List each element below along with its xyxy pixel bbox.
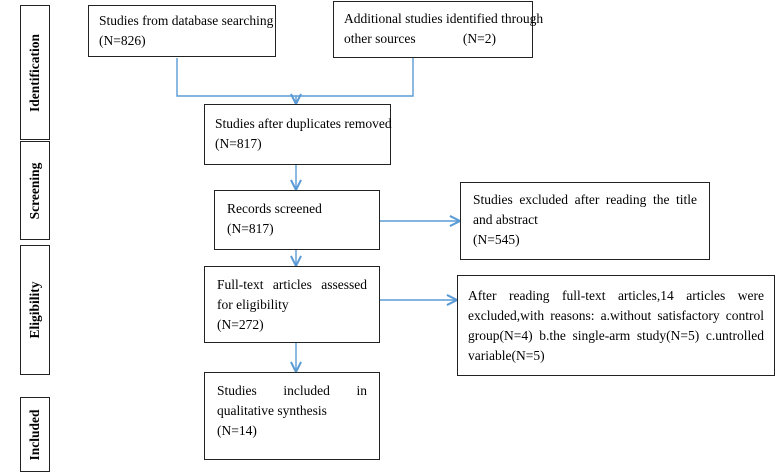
other-sources-count: other sources (N=2) — [344, 31, 496, 46]
excluded-title-abstract-count: (N=545) — [473, 232, 520, 247]
records-screened-count: (N=817) — [227, 221, 274, 236]
records-screened-box: Records screened (N=817) — [214, 190, 380, 250]
database-search-count: (N=826) — [99, 33, 146, 48]
fulltext-assessed-count: (N=272) — [217, 317, 264, 332]
excluded-fulltext-text-3: group(N=4) b.the single-arm study(N=5) c… — [468, 328, 764, 343]
database-search-box: Studies from database searching (N=826) — [88, 5, 276, 57]
fulltext-assessed-text: Full-text articles assessed — [217, 277, 367, 292]
studies-included-text-2: qualitative synthesis — [217, 403, 327, 418]
excluded-fulltext-box: After reading full-text articles,14 arti… — [457, 275, 775, 376]
studies-included-text: Studies included in — [217, 383, 367, 398]
database-search-text: Studies from database searching — [99, 13, 274, 28]
fulltext-assessed-box: Full-text articles assessed for eligibil… — [204, 266, 380, 343]
other-sources-text: Additional studies identified through — [344, 11, 544, 26]
records-screened-text: Records screened — [227, 201, 322, 216]
merge-connector — [176, 58, 414, 97]
excluded-title-abstract-text-2: and abstract — [473, 212, 538, 227]
other-sources-box: Additional studies identified through ot… — [333, 1, 544, 58]
stage-eligibility: Eligibility — [20, 245, 50, 375]
studies-included-box: Studies included in qualitative synthesi… — [204, 372, 380, 460]
stage-included: Included — [20, 397, 50, 472]
excluded-fulltext-text-2: excluded,with reasons: a.without satisfa… — [468, 308, 764, 323]
duplicates-removed-text: Studies after duplicates removed — [215, 116, 392, 131]
excluded-fulltext-text-4: variable(N=5) — [468, 348, 545, 363]
excluded-fulltext-text-1: After reading full-text articles,14 arti… — [468, 288, 764, 303]
excluded-title-abstract-box: Studies excluded after reading the title… — [460, 182, 710, 260]
excluded-title-abstract-text: Studies excluded after reading the title — [473, 192, 697, 207]
stage-screening: Screening — [20, 141, 50, 240]
fulltext-assessed-text-2: for eligibility — [217, 297, 289, 312]
stage-identification: Identification — [20, 5, 50, 140]
duplicates-removed-count: (N=817) — [215, 136, 262, 151]
studies-included-count: (N=14) — [217, 423, 257, 438]
duplicates-removed-box: Studies after duplicates removed (N=817) — [204, 104, 392, 165]
